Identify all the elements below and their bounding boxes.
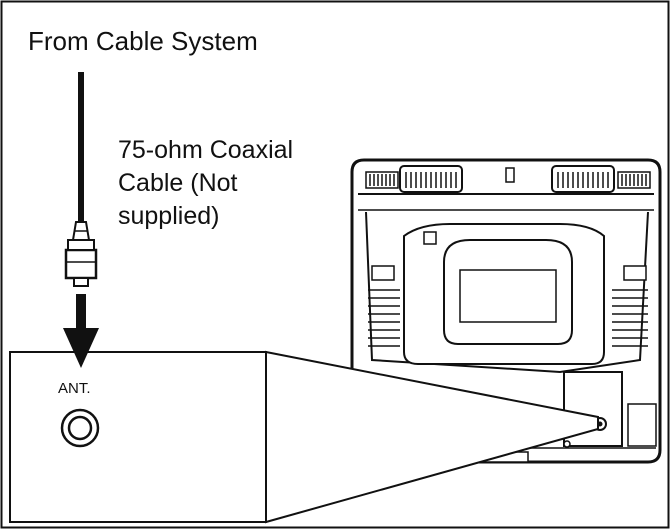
source-label: From Cable System xyxy=(28,26,258,56)
tv-small-jack xyxy=(423,231,437,245)
tv-handle-right xyxy=(551,165,615,193)
cable-wire xyxy=(78,72,84,224)
cable-label-line-2: Cable (Not xyxy=(118,169,238,197)
tv-top-slot xyxy=(505,167,515,183)
tv-side-grip-right xyxy=(623,265,647,281)
tv-back-housing xyxy=(365,211,649,374)
antenna-panel-enlarged xyxy=(9,351,267,523)
tv-top-vent-left xyxy=(365,171,399,189)
tv-side-grip-left xyxy=(371,265,395,281)
down-arrow-icon xyxy=(63,294,99,368)
ant-connector xyxy=(60,408,100,448)
tv-handle-left xyxy=(399,165,463,193)
tv-vent-slits-right xyxy=(612,289,648,347)
cable-label-line-3: supplied) xyxy=(118,202,220,230)
cable-f-connector xyxy=(64,239,98,287)
coaxial-cable xyxy=(64,72,98,287)
cable-label-line-1: 75-ohm Coaxial xyxy=(118,136,294,164)
enlargement-callout xyxy=(9,350,599,524)
tv-top-vent-right xyxy=(617,171,651,189)
tv-vent-slits-left xyxy=(368,289,400,347)
ant-port-label: ANT. xyxy=(58,380,91,397)
